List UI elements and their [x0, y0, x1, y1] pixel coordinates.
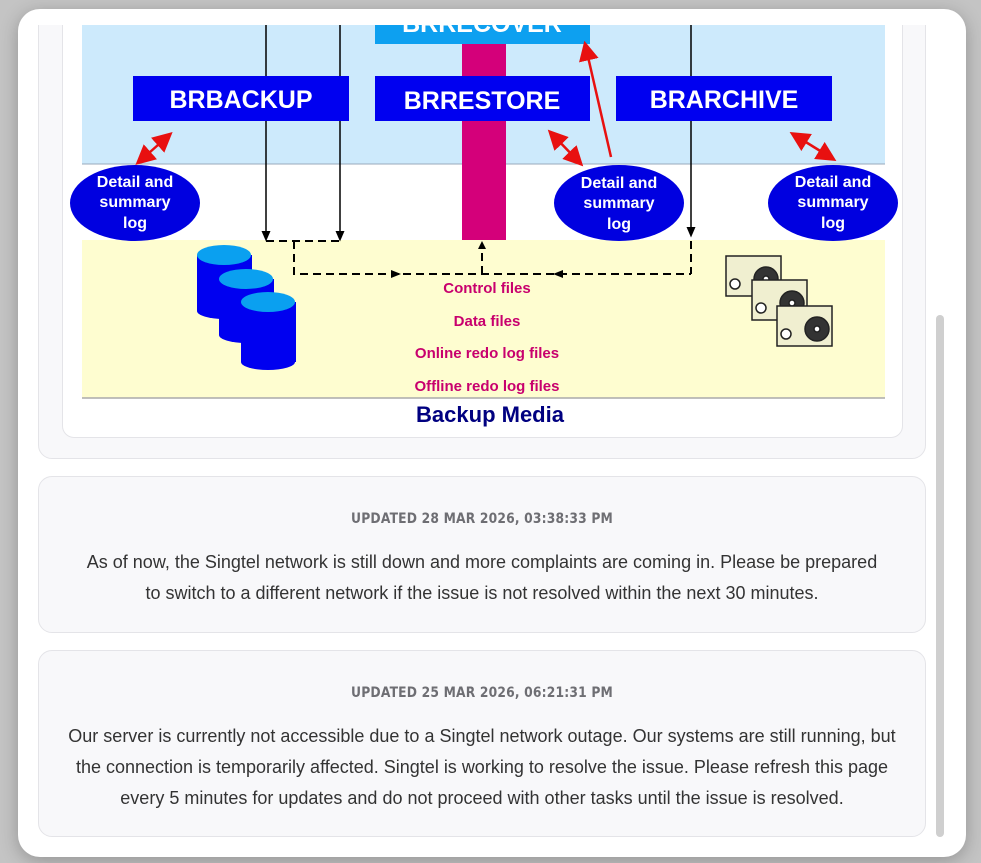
brrecover-box: BRRECOVER: [375, 25, 590, 44]
svg-text:BRRESTORE: BRRESTORE: [404, 87, 561, 115]
svg-text:Detail and: Detail and: [795, 174, 871, 191]
restore-log-bubble: Detail and summary log: [554, 165, 684, 241]
svg-text:Detail and: Detail and: [97, 174, 173, 191]
brarchive-box: BRARCHIVE: [616, 76, 832, 121]
brrestore-box: BRRESTORE: [375, 76, 590, 121]
updates-scroll-area[interactable]: BRRECOVER BRBACKUP BRRESTORE BRARCHIVE: [38, 25, 928, 851]
file-type-offline-redo: Offline redo log files: [414, 378, 559, 395]
svg-text:Detail and: Detail and: [581, 175, 657, 192]
update-card: UPDATED 25 MAR 2026, 06:21:31 PM Our ser…: [38, 650, 926, 837]
svg-text:BRRECOVER: BRRECOVER: [402, 25, 562, 38]
update-timestamp: UPDATED 25 MAR 2026, 06:21:31 PM: [351, 685, 613, 701]
backup-media-caption: Backup Media: [416, 402, 565, 427]
svg-text:BRARCHIVE: BRARCHIVE: [650, 86, 799, 114]
archive-log-bubble: Detail and summary log: [768, 165, 898, 241]
brtools-diagram: BRRECOVER BRBACKUP BRRESTORE BRARCHIVE: [70, 25, 898, 427]
backup-log-bubble: Detail and summary log: [70, 165, 200, 241]
update-message: As of now, the Singtel network is still …: [86, 552, 878, 603]
file-type-control: Control files: [443, 280, 531, 297]
scrollbar-thumb[interactable]: [936, 315, 944, 837]
svg-text:summary: summary: [99, 194, 170, 211]
update-timestamp: UPDATED 28 MAR 2026, 03:38:33 PM: [351, 511, 613, 527]
svg-text:log: log: [123, 215, 147, 232]
database-cylinders-icon: [197, 245, 296, 370]
update-card: UPDATED 28 MAR 2026, 03:38:33 PM As of n…: [38, 476, 926, 633]
brbackup-box: BRBACKUP: [133, 76, 349, 121]
svg-text:summary: summary: [583, 195, 654, 212]
svg-text:log: log: [607, 216, 631, 233]
svg-text:log: log: [821, 215, 845, 232]
svg-text:summary: summary: [797, 194, 868, 211]
update-message: Our server is currently not accessible d…: [68, 726, 896, 808]
diagram-image: BRRECOVER BRBACKUP BRRESTORE BRARCHIVE: [62, 25, 903, 438]
file-type-online-redo: Online redo log files: [415, 345, 559, 362]
diagram-card: BRRECOVER BRBACKUP BRRESTORE BRARCHIVE: [38, 25, 926, 459]
magenta-bar: [462, 25, 506, 240]
svg-text:BRBACKUP: BRBACKUP: [169, 86, 312, 114]
file-type-data: Data files: [454, 313, 521, 330]
tape-drives-icon: [725, 255, 833, 347]
status-modal: BRRECOVER BRBACKUP BRRESTORE BRARCHIVE: [18, 9, 966, 857]
